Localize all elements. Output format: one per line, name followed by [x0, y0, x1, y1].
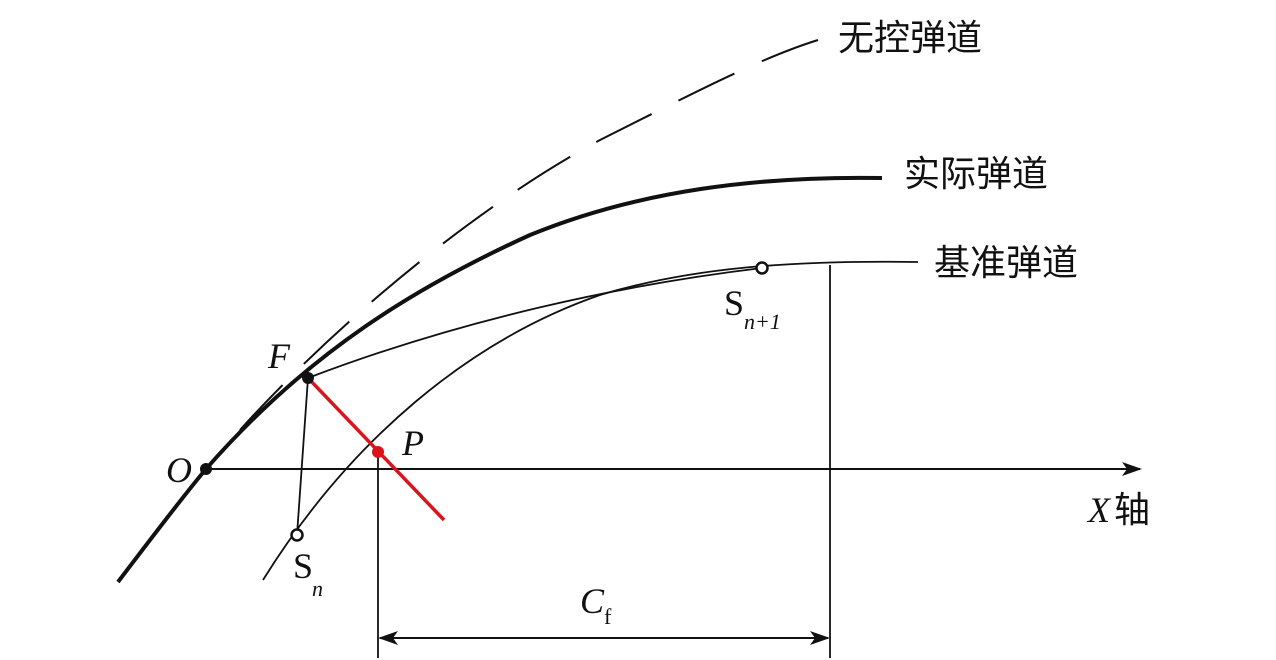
label-sn-subscript: n	[312, 576, 323, 601]
line-f-to-sn	[296, 377, 309, 536]
label-reference-trajectory: 基准弹道	[934, 243, 1078, 284]
origin-point	[200, 463, 212, 475]
label-origin: O	[166, 450, 192, 490]
label-f: F	[267, 336, 291, 376]
point-f	[302, 372, 314, 384]
label-uncontrolled-trajectory: 无控弹道	[838, 18, 982, 59]
label-sn1: S	[724, 283, 744, 323]
uncontrolled-trajectory	[239, 39, 819, 431]
point-sn	[290, 528, 304, 542]
label-x-axis-variable: X	[1086, 490, 1112, 530]
chord-f-to-sn1	[307, 267, 763, 379]
label-sn: S	[293, 546, 313, 586]
label-p: P	[401, 423, 424, 463]
point-p	[372, 446, 384, 458]
actual-trajectory	[116, 175, 883, 584]
label-cf-subscript: f	[604, 604, 612, 629]
reference-trajectory	[262, 260, 919, 581]
label-cf: C	[580, 581, 605, 621]
point-sn1	[755, 261, 769, 275]
label-sn1-subscript: n+1	[744, 309, 781, 334]
label-actual-trajectory: 实际弹道	[904, 154, 1048, 195]
label-x-axis-suffix: 轴	[1114, 490, 1150, 531]
